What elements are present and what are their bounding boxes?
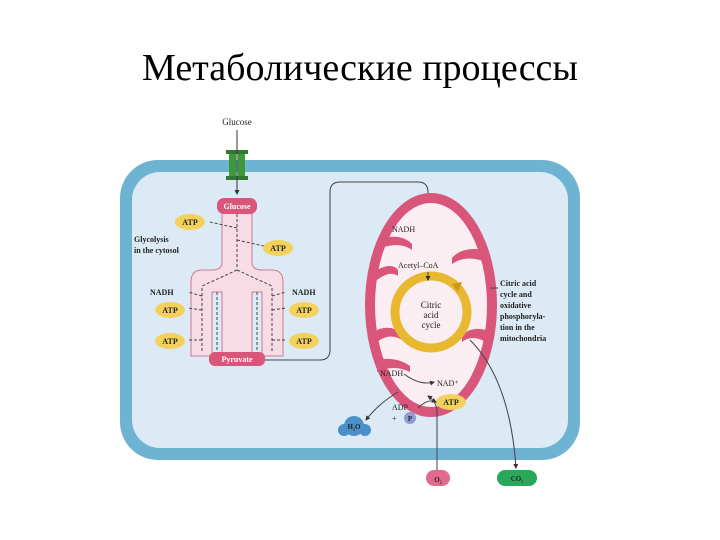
atp-label: ATP <box>270 244 286 253</box>
atp-badge <box>155 302 185 318</box>
h2o-label: H₂O <box>348 423 362 431</box>
acetyl-coa-label: Acetyl–CoA <box>398 261 439 270</box>
phosphate-icon <box>404 412 416 424</box>
glycolysis-label-line2: in the cytosol <box>134 246 180 255</box>
co2-output-line <box>469 339 519 469</box>
mito-nadh-bottom-label: NADH <box>380 369 403 378</box>
pyruvate-transport-arrow <box>265 181 431 361</box>
atp-label: ATP <box>182 218 198 227</box>
nadh-label: NADH <box>292 288 316 297</box>
pyruvate-node-label: Pyruvate <box>221 355 253 364</box>
atp-badge <box>289 333 319 349</box>
oxygen-input-line <box>427 395 438 470</box>
atp-badge <box>436 394 466 410</box>
atp-synthesis-arrow <box>417 397 437 409</box>
glucose-node <box>217 198 257 214</box>
citric-label-line1: Citric <box>421 300 442 310</box>
atp-badge <box>289 302 319 318</box>
atp-label: ATP <box>162 306 178 315</box>
mitochondrion-cristae <box>377 236 486 372</box>
right-label-line2: cycle and <box>500 290 532 299</box>
right-label-line5: tion in the <box>500 323 535 332</box>
glucose-node-label: Glucose <box>223 202 251 211</box>
glucose-top-label: Glucose <box>222 117 252 127</box>
right-label-line4: phosphoryla- <box>500 312 546 321</box>
atp-label: ATP <box>296 306 312 315</box>
pi-label: P <box>408 415 413 423</box>
water-molecule-icon <box>338 416 371 436</box>
atp-label: ATP <box>162 337 178 346</box>
co2-label: CO₂ <box>511 475 524 483</box>
o2-label: O₂ <box>434 476 442 484</box>
co2-molecule-icon <box>497 470 537 486</box>
mito-nadh-top-label: NADH <box>392 225 415 234</box>
oxygen-molecule-icon <box>426 470 450 486</box>
slide-title: Метаболические процессы <box>142 47 578 89</box>
citric-label-line3: cycle <box>422 320 441 330</box>
atp-badge <box>263 240 293 256</box>
atp-badge <box>175 214 205 230</box>
atp-badge <box>155 333 185 349</box>
glycolysis-flow-arrows <box>187 214 287 352</box>
nadh-label: NADH <box>150 288 174 297</box>
glycolysis-label-line1: Glycolysis <box>134 235 169 244</box>
right-label-line1: Citric acid <box>500 279 537 288</box>
right-label-line3: oxidative <box>500 301 532 310</box>
adp-label: ADP <box>392 403 409 412</box>
water-release-arrow <box>365 391 399 421</box>
pyruvate-node <box>209 352 265 366</box>
citric-label-line2: acid <box>424 310 439 320</box>
nad-plus-label: NAD⁺ <box>437 379 459 388</box>
cycle-direction-arrow <box>452 282 462 292</box>
nadh-oxidation-arrow <box>403 373 435 386</box>
atp-label: ATP <box>296 337 312 346</box>
plus-label: + <box>392 414 397 423</box>
atp-label: ATP <box>443 398 459 407</box>
right-label-line6: mitochondria <box>500 334 546 343</box>
citric-acid-cycle-ring <box>390 271 472 353</box>
